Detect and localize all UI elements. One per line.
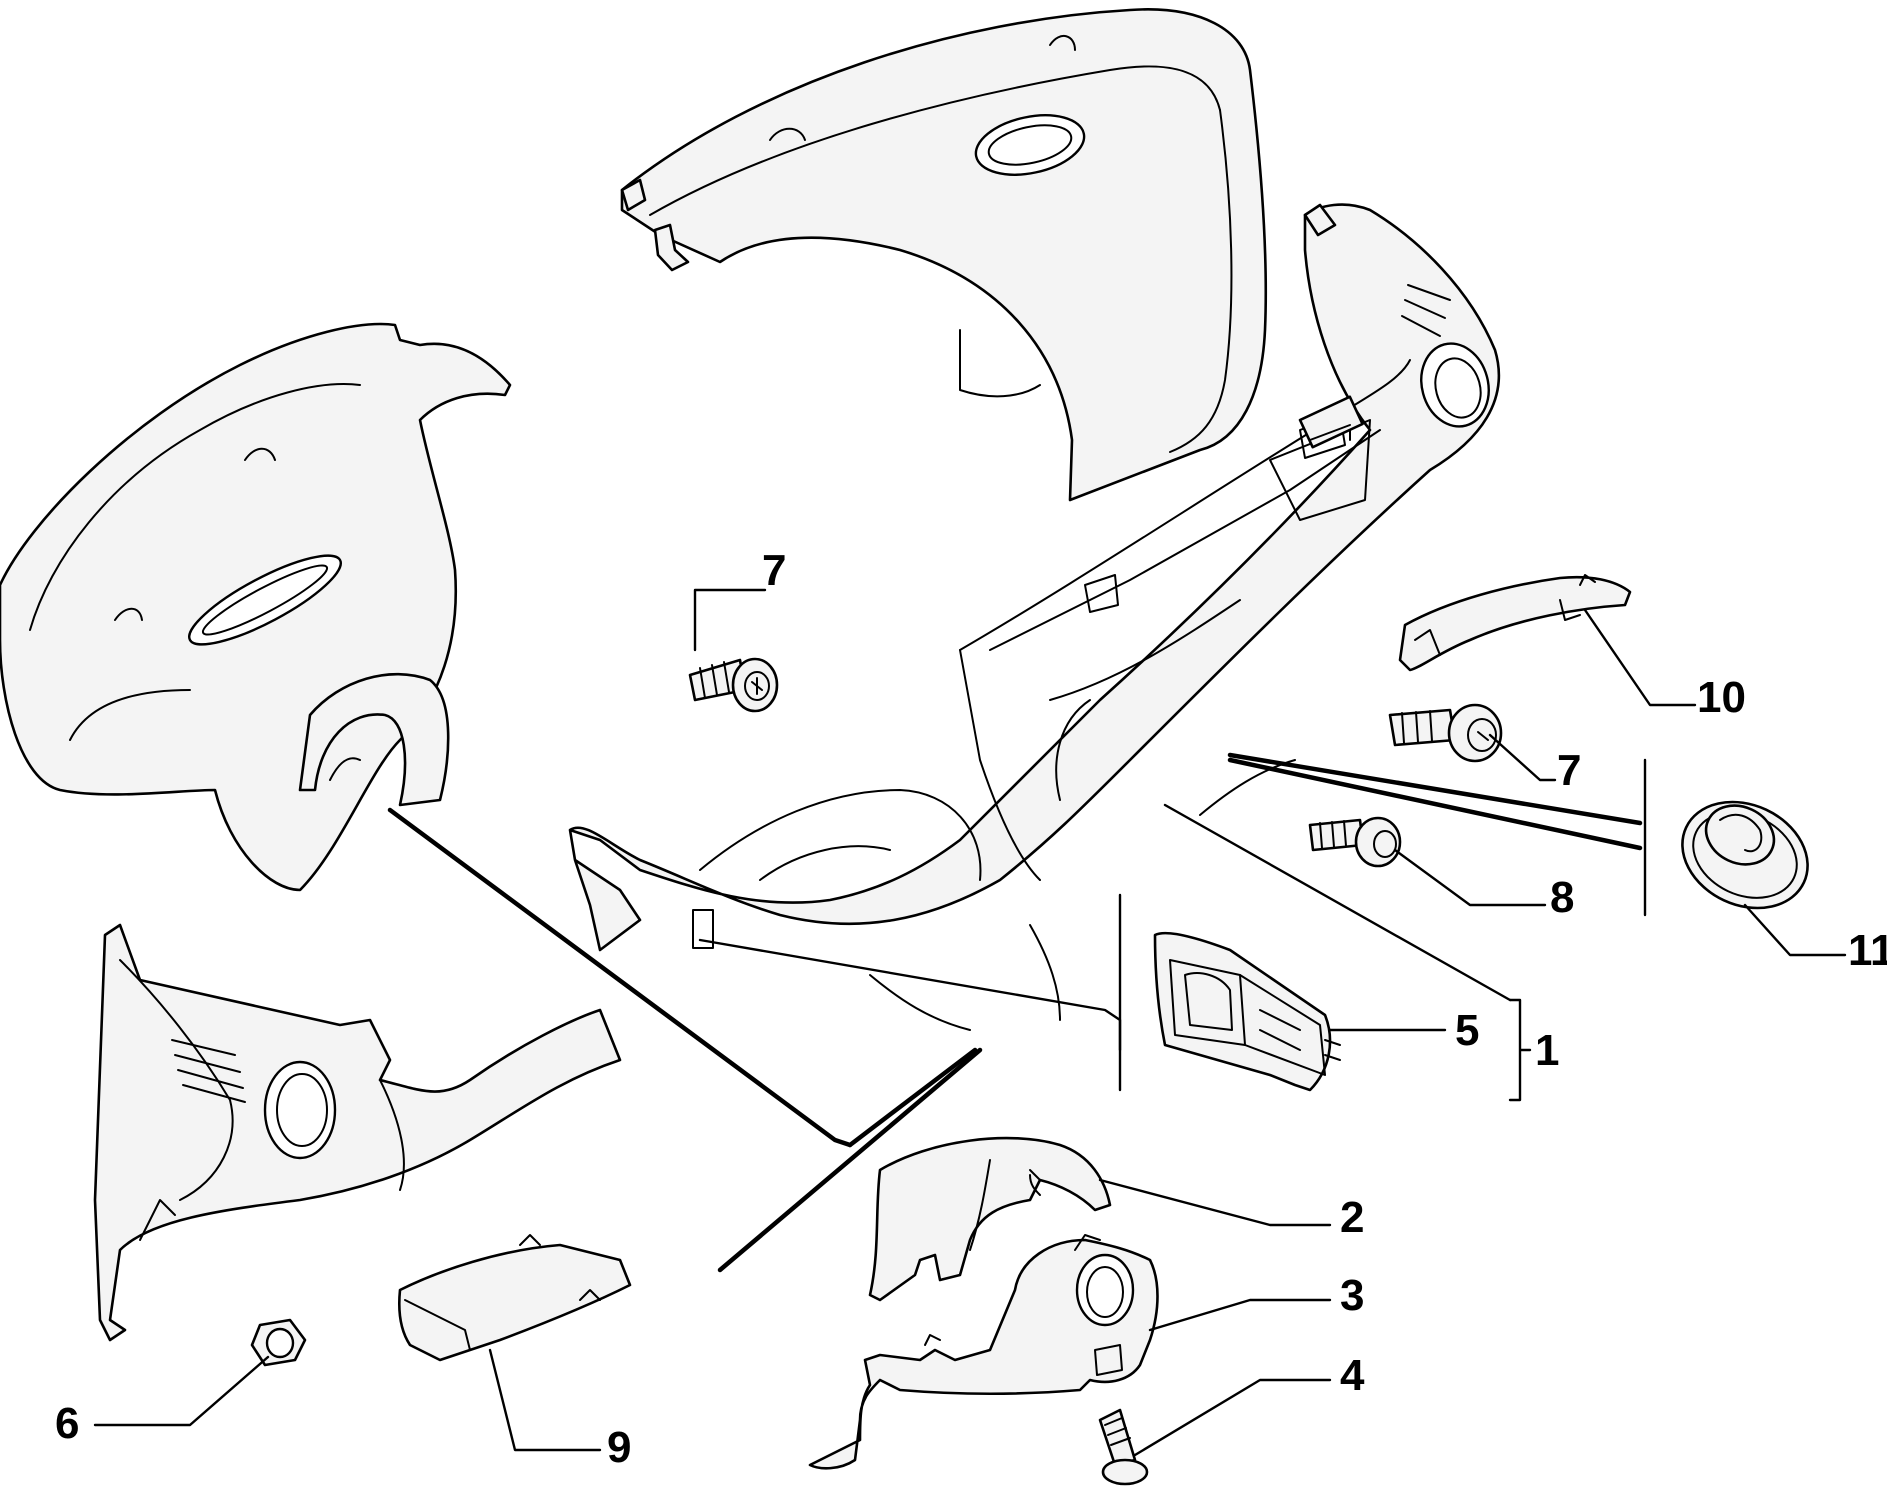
screw-8-part	[1308, 816, 1402, 868]
callout-labels: 7 10 7 8 11 5 1 2 3 4 6 9	[55, 546, 1887, 1472]
callout-2: 2	[1340, 1193, 1364, 1242]
switch-5-part	[1153, 931, 1341, 1092]
bracket-10-part	[1398, 574, 1632, 672]
shell-3-part	[808, 1234, 1159, 1470]
bolt-4-part	[1098, 1408, 1149, 1486]
bezel-11-part	[1681, 800, 1809, 910]
callout-8: 8	[1550, 873, 1574, 922]
callout-3: 3	[1340, 1271, 1364, 1320]
left-shroud-part	[0, 322, 512, 892]
callout-11: 11	[1848, 926, 1887, 975]
callout-6: 6	[55, 1399, 79, 1448]
alignment-lines	[387, 752, 1643, 1273]
bracket-9-part	[398, 1234, 632, 1362]
dashboard-body-part	[568, 203, 1501, 1031]
callout-10: 10	[1697, 673, 1746, 722]
lower-left-panel-part	[93, 923, 622, 1342]
shell-2-part	[868, 1136, 1112, 1302]
callout-9: 9	[607, 1423, 631, 1472]
callout-4: 4	[1340, 1351, 1365, 1400]
screw-7-upper-part	[688, 657, 779, 713]
upper-cover-part	[620, 8, 1268, 502]
nut-6-part	[250, 1318, 307, 1367]
callout-1: 1	[1535, 1026, 1559, 1075]
callout-7-right: 7	[1557, 746, 1581, 795]
callout-leaders	[93, 588, 1847, 1457]
callout-7-upper: 7	[762, 546, 786, 595]
callout-5: 5	[1455, 1006, 1479, 1055]
screw-7-right-part	[1388, 703, 1503, 763]
